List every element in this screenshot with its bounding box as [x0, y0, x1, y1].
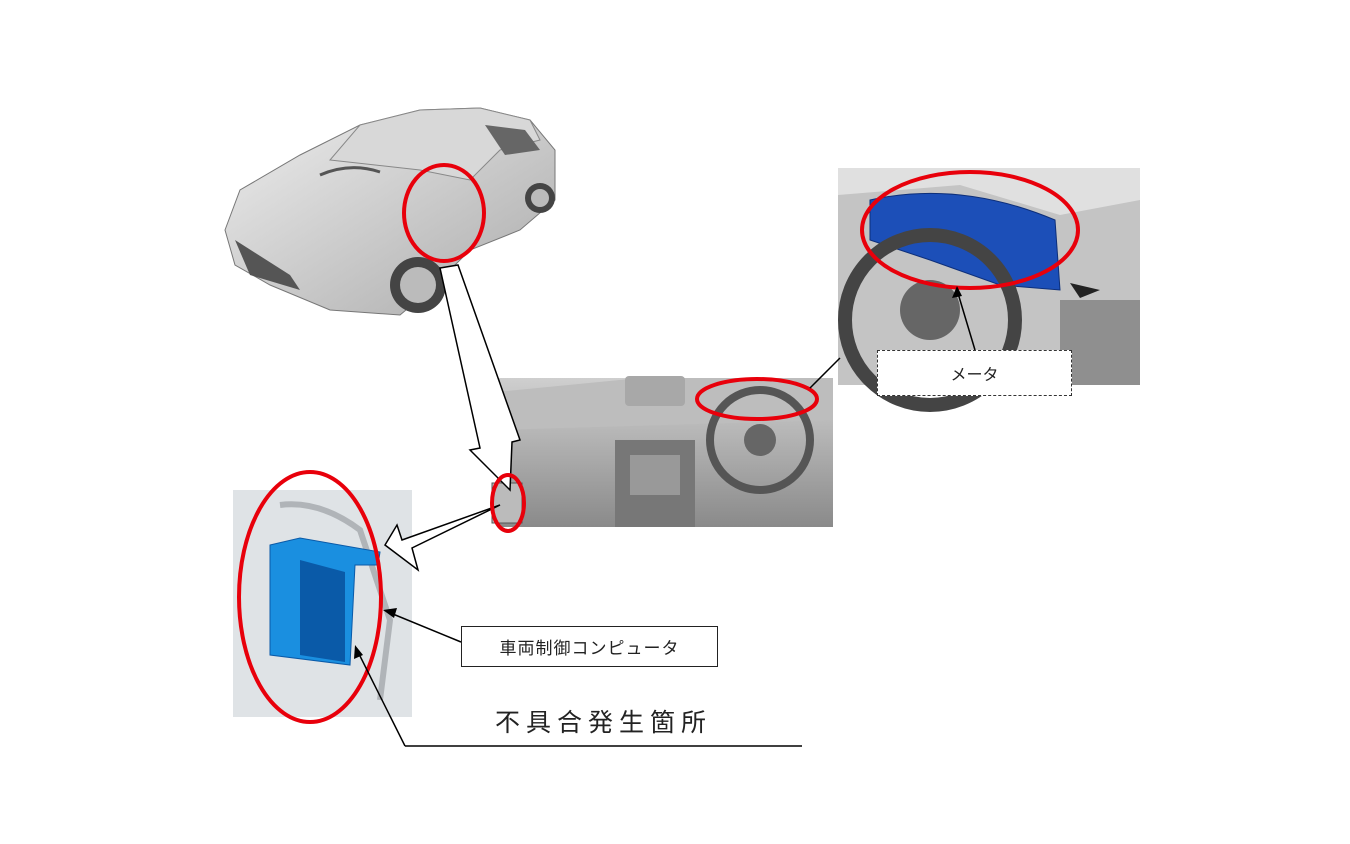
highlight-meter [860, 170, 1080, 290]
highlight-ecu-location [490, 473, 526, 533]
highlight-car-area [402, 163, 486, 263]
leader-ecu-label [387, 611, 462, 643]
arrow-dashboard-to-ecu [384, 504, 501, 572]
highlight-ecu [237, 470, 383, 724]
vehicle-control-computer-label: 車両制御コンピュータ [461, 626, 718, 667]
arrow-car-to-dashboard [439, 264, 521, 492]
dashboard-illustration [491, 376, 833, 527]
leader-defect-location [356, 649, 406, 747]
leader-steering-to-meter [809, 357, 841, 389]
meter-label: メータ [877, 350, 1072, 396]
car-illustration [224, 107, 556, 316]
leader-meter-label [956, 289, 976, 351]
highlight-steering [695, 377, 819, 421]
defect-location-title: 不具合発生箇所 [494, 708, 712, 737]
